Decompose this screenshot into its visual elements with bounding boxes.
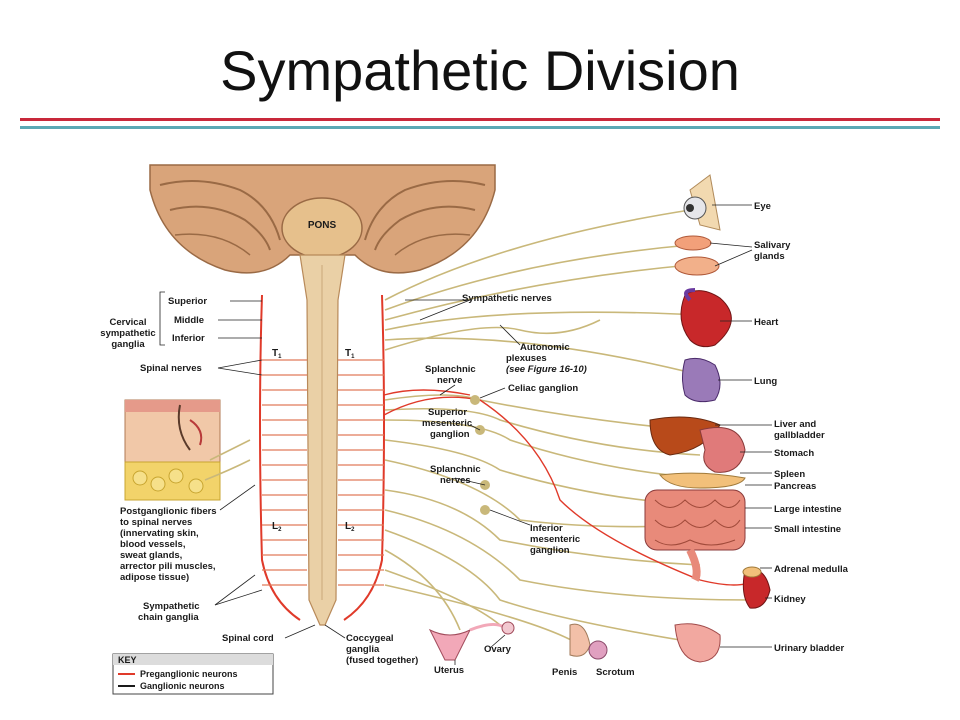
label-postgang-5: sweat glands, [120, 550, 182, 561]
label-salivary-1: Salivary [754, 240, 791, 251]
label-kidney: Kidney [774, 594, 806, 605]
label-autonomic-3: (see Figure 16-10) [506, 364, 587, 375]
cervical-label-1: Cervical [110, 317, 147, 328]
sympathetic-chains [259, 294, 385, 621]
label-postgang-1: Postganglionic fibers [120, 506, 217, 517]
slide-title: Sympathetic Division [220, 39, 740, 102]
label-large-intestine: Large intestine [774, 504, 842, 515]
label-autonomic-1: Autonomic [520, 342, 570, 353]
label-postgang-3: (innervating skin, [120, 528, 199, 539]
cervical-label-3: ganglia [111, 339, 145, 350]
label-splanchnic-2a: Splanchnic [430, 464, 481, 475]
label-postgang-6: arrector pili muscles, [120, 561, 216, 572]
label-sup-mes-2: mesenteric [422, 418, 472, 429]
label-splanchnic-1a: Splanchnic [425, 364, 476, 375]
label-liver-1: Liver and [774, 419, 816, 430]
brain: PONS [149, 164, 496, 274]
organ-heart [680, 288, 732, 348]
label-scrotum: Scrotum [596, 667, 635, 678]
organ-eye [683, 174, 721, 231]
label-postgang-4: blood vessels, [120, 539, 185, 550]
title-rule-red [20, 118, 940, 121]
label-inf-mes-3: ganglion [530, 545, 570, 556]
leader-lines [159, 204, 772, 665]
label-inf-mes-1: Inferior [530, 523, 563, 534]
skin-block [124, 399, 221, 501]
t1-right: T1 [345, 348, 355, 360]
label-lung: Lung [754, 376, 777, 387]
label-sup-mes-1: Superior [428, 407, 467, 418]
label-uterus: Uterus [434, 665, 464, 676]
label-eye: Eye [754, 201, 771, 212]
title-rule-teal [20, 126, 940, 129]
label-splanchnic-2b: nerves [440, 475, 471, 486]
label-autonomic-2: plexuses [506, 353, 547, 364]
label-splanchnic-1b: nerve [437, 375, 462, 386]
label-spleen: Spleen [774, 469, 805, 480]
cervical-label-2: sympathetic [100, 328, 155, 339]
label-spinal-nerves: Spinal nerves [140, 363, 202, 374]
key-ganglionic: Ganglionic neurons [140, 681, 225, 691]
label-liver-2: gallbladder [774, 430, 825, 441]
label-ovary: Ovary [484, 644, 512, 655]
label-postgang-2: to spinal nerves [120, 517, 192, 528]
preganglionic-lines [383, 389, 756, 586]
organ-salivary [674, 235, 720, 276]
label-coccygeal-2: ganglia [346, 644, 380, 655]
label-inf-mes-2: mesenteric [530, 534, 580, 545]
label-spinal-cord: Spinal cord [222, 633, 274, 644]
label-superior: Superior [168, 296, 207, 307]
label-stomach: Stomach [774, 448, 814, 459]
label-adrenal: Adrenal medulla [774, 564, 849, 575]
label-small-intestine: Small intestine [774, 524, 841, 535]
organ-kidney [742, 566, 771, 609]
label-heart: Heart [754, 317, 779, 328]
label-sup-mes-3: ganglion [430, 429, 470, 440]
label-bladder: Urinary bladder [774, 643, 845, 654]
label-coccygeal-3: (fused together) [346, 655, 418, 666]
organ-uterus [428, 621, 515, 661]
label-salivary-2: glands [754, 251, 785, 262]
organ-lung [682, 357, 721, 403]
label-inferior: Inferior [172, 333, 205, 344]
label-celiac: Celiac ganglion [508, 383, 578, 394]
organ-pancreas [659, 472, 746, 489]
t1-left: T1 [272, 348, 282, 360]
nerve-lines [204, 209, 751, 646]
organ-intestines [644, 489, 746, 582]
spinal-nerves [262, 359, 384, 586]
l2-right: L2 [345, 521, 355, 533]
key-preganglionic: Preganglionic neurons [140, 669, 238, 679]
label-middle: Middle [174, 315, 204, 326]
label-coccygeal-1: Coccygeal [346, 633, 394, 644]
label-sympathetic-nerves: Sympathetic nerves [462, 293, 552, 304]
organ-bladder [674, 623, 721, 663]
label-chain-1: Sympathetic [143, 601, 200, 612]
organ-genitals [569, 623, 608, 660]
label-chain-2: chain ganglia [138, 612, 199, 623]
organ-stomach [699, 427, 746, 473]
key-title: KEY [118, 655, 137, 665]
pons-label: PONS [308, 220, 337, 231]
l2-left: L2 [272, 521, 282, 533]
label-penis: Penis [552, 667, 577, 678]
label-pancreas: Pancreas [774, 481, 816, 492]
label-postgang-7: adipose tissue) [120, 572, 189, 583]
legend-key: KEY Preganglionic neurons Ganglionic neu… [112, 653, 274, 695]
